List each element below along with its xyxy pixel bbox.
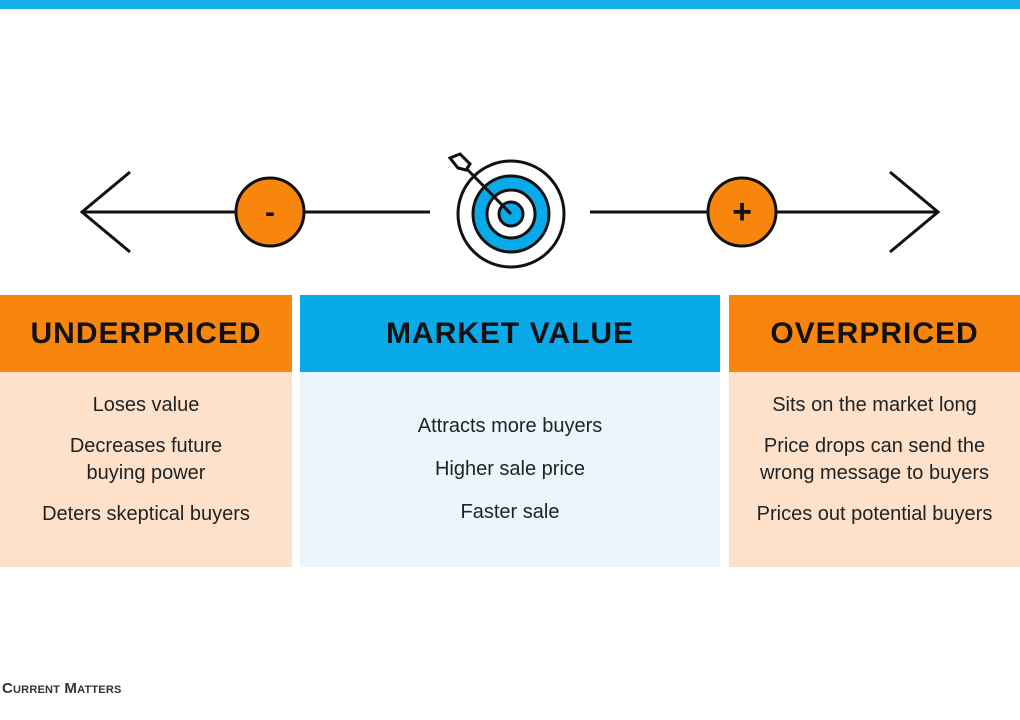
list-item: Decreases future buying power (69, 435, 223, 484)
list-item: Attracts more buyers (417, 415, 603, 437)
overpriced-box: OVERPRICED Sits on the market long Price… (729, 295, 1020, 567)
brand-logo: Current Matters (2, 680, 122, 697)
minus-icon: - (234, 176, 306, 248)
list-item: Faster sale (460, 501, 560, 523)
box-title: MARKET VALUE (300, 295, 720, 372)
underpriced-box: UNDERPRICED Loses value Decreases future… (0, 295, 292, 567)
plus-icon: + (706, 176, 778, 248)
svg-text:-: - (265, 196, 275, 229)
market-value-box: MARKET VALUE Attracts more buyers Higher… (300, 295, 720, 567)
svg-text:+: + (732, 193, 752, 231)
list-item: Higher sale price (434, 458, 586, 480)
box-title: OVERPRICED (729, 295, 1020, 372)
price-scale: - + (79, 152, 941, 269)
list-item: Sits on the market long (772, 394, 977, 416)
list-item: Loses value (92, 394, 200, 416)
box-title: UNDERPRICED (0, 295, 292, 372)
top-bar (0, 0, 1020, 9)
list-item: Price drops can send the wrong message t… (759, 435, 989, 484)
target-arrow-icon (447, 152, 566, 269)
list-item: Prices out potential buyers (756, 503, 993, 525)
list-item: Deters skeptical buyers (42, 503, 250, 525)
